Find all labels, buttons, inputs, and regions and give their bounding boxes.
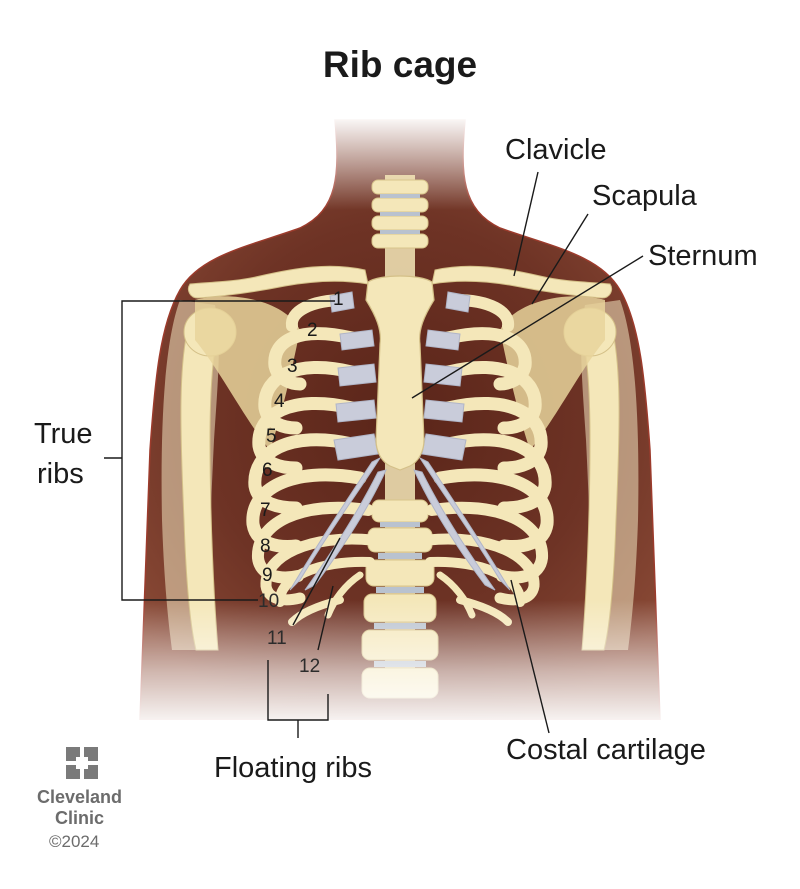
rib-number-7: 7 <box>260 500 271 521</box>
ribs-right <box>422 294 554 626</box>
logo-line1: Cleveland <box>37 787 123 807</box>
right-clavicle <box>187 265 369 299</box>
rib-number-9: 9 <box>262 565 273 586</box>
rib-number-2: 2 <box>307 320 318 341</box>
rib-number-1: 1 <box>333 289 344 310</box>
sternum-bone <box>365 275 435 471</box>
label-floating-ribs: Floating ribs <box>214 752 372 784</box>
rib-number-10: 10 <box>258 591 280 612</box>
sternum-leader <box>411 255 644 399</box>
copyright: ©2024 <box>49 832 100 851</box>
logo-line2: Clinic <box>55 808 105 828</box>
rib-number-12: 12 <box>299 656 321 677</box>
cleveland-clinic-logo-icon <box>66 747 98 779</box>
left-clavicle <box>431 265 613 299</box>
scapula-leader <box>531 213 589 305</box>
rib-number-3: 3 <box>287 356 298 377</box>
rib-number-8: 8 <box>260 536 271 557</box>
rib-number-6: 6 <box>262 460 273 481</box>
label-clavicle: Clavicle <box>505 134 607 166</box>
leader-lines <box>104 171 644 738</box>
label-sternum: Sternum <box>648 240 758 272</box>
label-costal-cartilage: Costal cartilage <box>506 734 706 766</box>
costal-cartilage-left <box>289 291 387 591</box>
true-ribs-bracket <box>121 300 335 601</box>
label-true-ribs-line2: ribs <box>37 458 84 490</box>
ribs-left <box>246 294 378 626</box>
rib-number-4: 4 <box>274 391 285 412</box>
label-scapula: Scapula <box>592 180 697 212</box>
diagram-title: Rib cage <box>322 44 478 85</box>
costal-cartilage-right <box>413 291 511 591</box>
rib-number-11: 11 <box>267 628 287 649</box>
label-true-ribs-line1: True <box>34 418 93 450</box>
costal-cartilage-leader <box>510 579 550 734</box>
clavicle-leader <box>513 171 539 277</box>
rib-number-5: 5 <box>266 426 277 447</box>
